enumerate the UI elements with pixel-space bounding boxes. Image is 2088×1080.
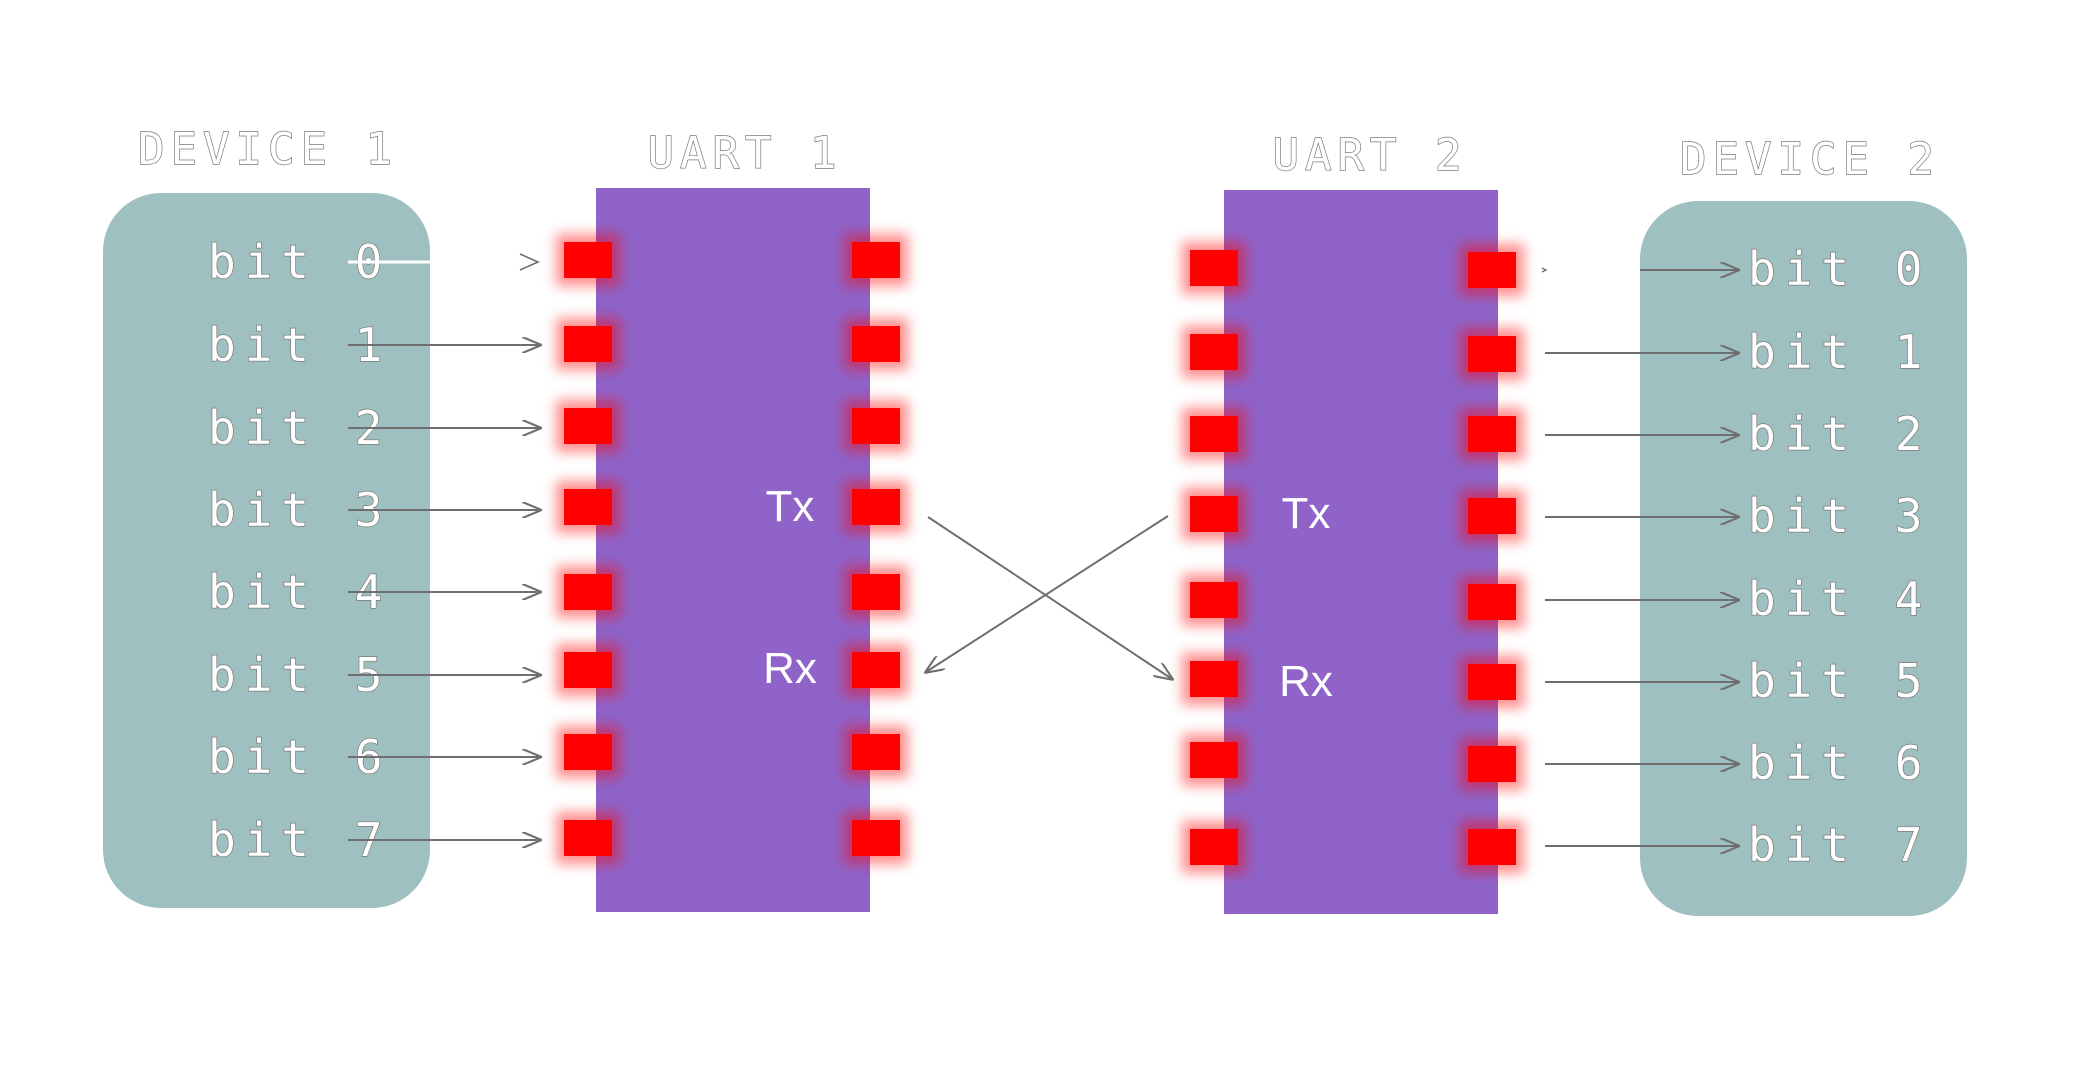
uart2-left-pin <box>1190 416 1238 452</box>
uart1-left-pin <box>564 408 612 444</box>
uart1-left-pin <box>564 489 612 525</box>
device2-bit-1-label: bit 1 <box>1747 324 1932 379</box>
device2-bit-3-label: bit 3 <box>1747 488 1932 543</box>
device2-bit-6-label: bit 6 <box>1747 735 1932 790</box>
uart2-rx-pin <box>1190 661 1238 697</box>
uart1-bit-0-arrowhead <box>519 253 540 271</box>
device1-title: DEVICE 1 <box>137 123 398 175</box>
uart2-tx-pin <box>1190 496 1238 532</box>
uart2-right-pin <box>1468 664 1516 700</box>
uart2-to-device2-arrows <box>1541 267 1738 846</box>
uart1-right-pin <box>852 242 900 278</box>
device2-bit-4-label: bit 4 <box>1747 571 1932 626</box>
uart1-right-pin <box>852 734 900 770</box>
uart1-tx-to-uart2-rx-arrow <box>927 516 1172 679</box>
uart2-rx-label: Rx <box>1279 657 1333 706</box>
uart1-rx-pin <box>852 652 900 688</box>
uart1-left-pin <box>564 820 612 856</box>
uart1-rx-label: Rx <box>763 644 817 693</box>
uart2-left-pin <box>1190 582 1238 618</box>
device2-bit-5-label: bit 5 <box>1747 653 1932 708</box>
uart1-left-pin <box>564 242 612 278</box>
uart2-right-pin <box>1468 584 1516 620</box>
uart2-tx-label: Tx <box>1281 489 1331 538</box>
uart2-bit-0-tick <box>1541 267 1548 273</box>
uart1-right-pin <box>852 820 900 856</box>
uart1-tx-pin <box>852 489 900 525</box>
uart2-right-pin <box>1468 336 1516 372</box>
uart2-right-pin <box>1468 829 1516 865</box>
uart2-right-pin <box>1468 416 1516 452</box>
device2-box <box>1640 201 1967 916</box>
uart1-chip <box>596 188 870 912</box>
device1-to-uart1-arrows <box>348 253 540 840</box>
uart2-title: UART 2 <box>1272 129 1468 181</box>
uart2-left-pin <box>1190 250 1238 286</box>
uart1-left-pin <box>564 734 612 770</box>
uart2-right-pin <box>1468 252 1516 288</box>
uart1-right-pin <box>852 574 900 610</box>
uart1-tx-label: Tx <box>765 482 815 531</box>
device2-bit-0-label: bit 0 <box>1747 241 1932 296</box>
uart2-left-pin <box>1190 334 1238 370</box>
uart2-chip <box>1224 190 1498 914</box>
device2-bit-7-label: bit 7 <box>1747 817 1932 872</box>
uart2-left-pin <box>1190 829 1238 865</box>
uart1-title: UART 1 <box>647 127 843 179</box>
device2-title: DEVICE 2 <box>1679 133 1940 185</box>
uart2-left-pin <box>1190 742 1238 778</box>
device1-box <box>103 193 430 908</box>
uart1-left-pin <box>564 574 612 610</box>
uart2-right-pin <box>1468 746 1516 782</box>
uart2-right-pin <box>1468 498 1516 534</box>
uart1-left-pin <box>564 652 612 688</box>
uart1-left-pin <box>564 326 612 362</box>
uart1-right-pin <box>852 408 900 444</box>
device2-bit-2-label: bit 2 <box>1747 406 1932 461</box>
uart1-right-pin <box>852 326 900 362</box>
uart2-tx-to-uart1-rx-arrow <box>926 515 1169 672</box>
